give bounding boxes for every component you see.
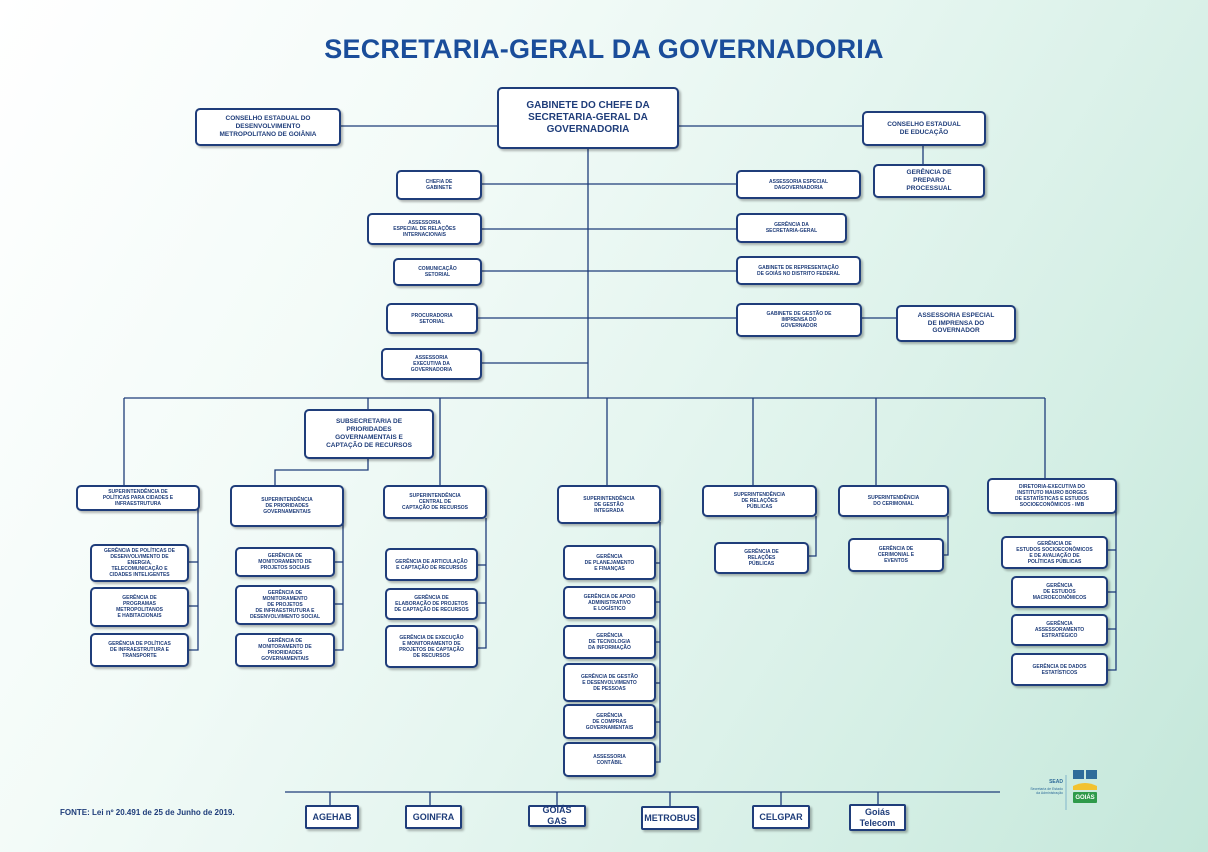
gerencia-box: GERÊNCIA DE MONITORAMENTO DE PROJETOS DE… (235, 585, 335, 625)
gerencia-box: GERÊNCIA DE PLANEJAMENTO E FINANÇAS (563, 545, 656, 580)
right-staff-box: GERÊNCIA DA SECRETARIA-GERAL (736, 213, 847, 243)
logo-subtitle: Secretaria de Estado da Administração (1030, 787, 1063, 796)
company-goinfra: GOINFRA (405, 805, 462, 829)
superintendencia-box: SUPERINTENDÊNCIA DE RELAÇÕES PÚBLICAS (702, 485, 817, 517)
education-council-box: CONSELHO ESTADUAL DE EDUCAÇÃO (862, 111, 986, 146)
company-goias-gas: GOIÁS GAS (528, 805, 586, 827)
logo-acronym: SEAD (1049, 779, 1063, 785)
gerencia-box: ASSESSORIA CONTÁBIL (563, 742, 656, 777)
left-staff-box: COMUNICAÇÃO SETORIAL (393, 258, 482, 286)
gerencia-box: GERÊNCIA DE ESTUDOS MACROECONÔMICOS (1011, 576, 1108, 608)
right-staff-box: GABINETE DE GESTÃO DE IMPRENSA DO GOVERN… (736, 303, 862, 337)
gerencia-box: GERÊNCIA DE ELABORAÇÃO DE PROJETOS DE CA… (385, 588, 478, 620)
company-metrobus: METROBUS (641, 806, 699, 830)
preparo-processual-box: GERÊNCIA DE PREPARO PROCESSUAL (873, 164, 985, 198)
company-goias-telecom: Goiás Telecom (849, 804, 906, 831)
gerencia-box: GERÊNCIA DE POLÍTICAS DE INFRAESTRUTURA … (90, 633, 189, 667)
press-advisory-box: ASSESSORIA ESPECIAL DE IMPRENSA DO GOVER… (896, 305, 1016, 342)
left-staff-box: CHEFIA DE GABINETE (396, 170, 482, 200)
left-staff-box: ASSESSORIA ESPECIAL DE RELAÇÕES INTERNAC… (367, 213, 482, 245)
metro-council-box: CONSELHO ESTADUAL DO DESENVOLVIMENTO MET… (195, 108, 341, 146)
superintendencia-box: DIRETORIA-EXECUTIVA DO INSTITUTO MAURO B… (987, 478, 1117, 514)
gerencia-box: GERÊNCIA DE TECNOLOGIA DA INFORMAÇÃO (563, 625, 656, 659)
gerencia-box: GERÊNCIA DE ARTICULAÇÃO E CAPTAÇÃO DE RE… (385, 548, 478, 581)
superintendencia-box: SUPERINTENDÊNCIA CENTRAL DE CAPTAÇÃO DE … (383, 485, 487, 519)
gerencia-box: GERÊNCIA DE MONITORAMENTO DE PROJETOS SO… (235, 547, 335, 577)
gerencia-box: GERÊNCIA DE GESTÃO E DESENVOLVIMENTO DE … (563, 663, 656, 702)
gerencia-box: GERÊNCIA DE APOIO ADMINISTRATIVO E LOGÍS… (563, 586, 656, 619)
gerencia-box: GERÊNCIA DE EXECUÇÃO E MONITORAMENTO DE … (385, 625, 478, 668)
superintendencia-box: SUPERINTENDÊNCIA DE PRIORIDADES GOVERNAM… (230, 485, 344, 527)
superintendencia-box: SUPERINTENDÊNCIA DE POLÍTICAS PARA CIDAD… (76, 485, 200, 511)
gerencia-box: GERÊNCIA DE PROGRAMAS METROPOLITANOS E H… (90, 587, 189, 627)
gerencia-box: GERÊNCIA DE RELAÇÕES PÚBLICAS (714, 542, 809, 574)
gerencia-box: GERÊNCIA DE MONITORAMENTO DE PRIORIDADES… (235, 633, 335, 667)
company-agehab: AGEHAB (305, 805, 359, 829)
gerencia-box: GERÊNCIA DE POLÍTICAS DE DESENVOLVIMENTO… (90, 544, 189, 582)
company-celgpar: CELGPAR (752, 805, 810, 829)
gerencia-box: GERÊNCIA DE CERIMONIAL E EVENTOS (848, 538, 944, 572)
chief-of-staff-box: GABINETE DO CHEFE DA SECRETARIA-GERAL DA… (497, 87, 679, 149)
gerencia-box: GERÊNCIA DE ESTUDOS SOCIOECONÔMICOS E DE… (1001, 536, 1108, 569)
left-staff-box: ASSESSORIA EXECUTIVA DA GOVERNADORIA (381, 348, 482, 380)
superintendencia-box: SUPERINTENDÊNCIA DO CERIMONIAL (838, 485, 949, 517)
gerencia-box: GERÊNCIA DE DADOS ESTATÍSTICOS (1011, 653, 1108, 686)
goias-logo (1065, 770, 1097, 810)
gerencia-box: GERÊNCIA ASSESSORAMENTO ESTRATÉGICO (1011, 614, 1108, 646)
right-staff-box: ASSESSORIA ESPECIAL DAGOVERNADORIA (736, 170, 861, 199)
logo-brand: GOIÁS (1075, 795, 1095, 801)
subsecretaria-box: SUBSECRETARIA DE PRIORIDADES GOVERNAMENT… (304, 409, 434, 459)
superintendencia-box: SUPERINTENDÊNCIA DE GESTÃO INTEGRADA (557, 485, 661, 524)
left-staff-box: PROCURADORIA SETORIAL (386, 303, 478, 334)
page-title: SECRETARIA-GERAL DA GOVERNADORIA (324, 34, 884, 64)
gerencia-box: GERÊNCIA DE COMPRAS GOVERNAMENTAIS (563, 704, 656, 739)
right-staff-box: GABINETE DE REPRESENTAÇÃO DE GOIÁS NO DI… (736, 256, 861, 285)
source-note: FONTE: Lei nº 20.491 de 25 de Junho de 2… (60, 808, 235, 817)
